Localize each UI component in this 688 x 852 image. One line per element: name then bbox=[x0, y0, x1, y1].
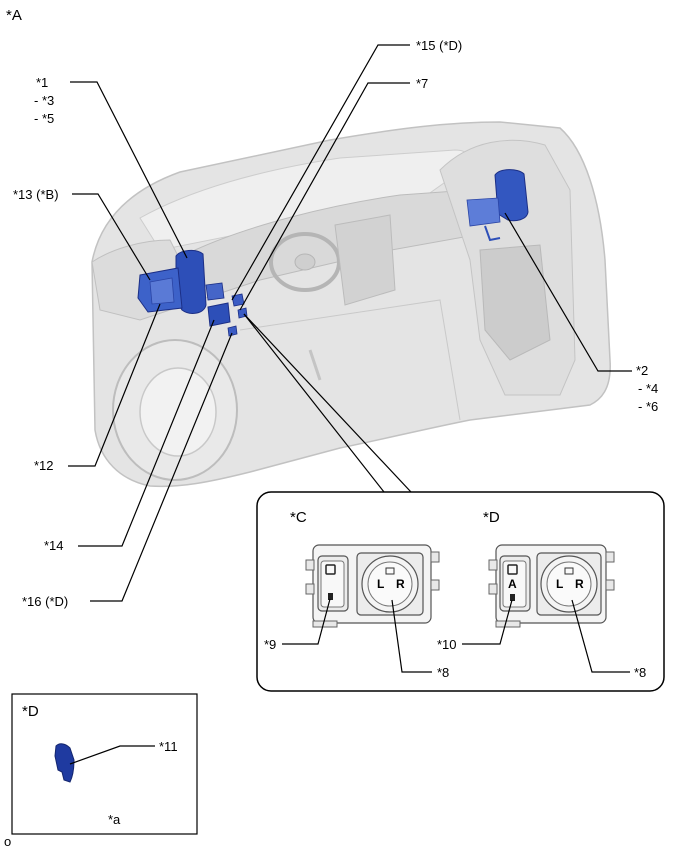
switch-module-part bbox=[207, 302, 231, 327]
callout-16: *16 (*D) bbox=[22, 594, 69, 609]
switch-assembly-d bbox=[488, 544, 615, 628]
callout-8-right: *8 bbox=[634, 665, 647, 680]
callout-5: - *5 bbox=[34, 111, 55, 126]
knob-d-letter-l: L bbox=[556, 577, 564, 591]
right-mirror-part bbox=[494, 169, 529, 222]
dashboard bbox=[194, 189, 476, 301]
callout-8-left: *8 bbox=[437, 665, 450, 680]
callout-4: - *4 bbox=[638, 381, 659, 396]
part-16 bbox=[227, 325, 238, 337]
inset-title: *D bbox=[22, 703, 39, 720]
callout-7: *7 bbox=[416, 76, 429, 91]
switch-d-letter: A bbox=[508, 577, 517, 591]
knob-d-letter-r: R bbox=[575, 577, 584, 591]
callout-1: *1 bbox=[36, 75, 49, 90]
callout-12: *12 bbox=[34, 458, 54, 473]
callout-2: *2 bbox=[636, 363, 649, 378]
callout-13: *13 (*B) bbox=[13, 187, 59, 202]
center-console bbox=[334, 214, 396, 306]
callout-6: - *6 bbox=[638, 399, 659, 414]
corner-label: *A bbox=[6, 7, 22, 24]
steering-wheel bbox=[269, 232, 341, 292]
callout-15: *15 (*D) bbox=[416, 38, 463, 53]
inset-box bbox=[11, 693, 198, 835]
callout-14: *14 bbox=[44, 538, 64, 553]
callout-3: - *3 bbox=[34, 93, 55, 108]
callout-11: *11 bbox=[159, 739, 178, 754]
detail-panel bbox=[256, 491, 665, 692]
bottom-left-mark: o bbox=[4, 834, 12, 849]
leader-lines bbox=[68, 44, 632, 602]
detail-title-d: *D bbox=[483, 509, 500, 526]
inset-caption: *a bbox=[108, 812, 121, 827]
detail-title-c: *C bbox=[290, 509, 307, 526]
knob-c-letter-l: L bbox=[377, 577, 385, 591]
callout-10: *10 bbox=[437, 637, 457, 652]
callout-9: *9 bbox=[264, 637, 277, 652]
knob-c-letter-r: R bbox=[396, 577, 405, 591]
part-11 bbox=[54, 743, 75, 783]
switch-assembly-c bbox=[305, 544, 440, 628]
seat bbox=[479, 244, 551, 361]
